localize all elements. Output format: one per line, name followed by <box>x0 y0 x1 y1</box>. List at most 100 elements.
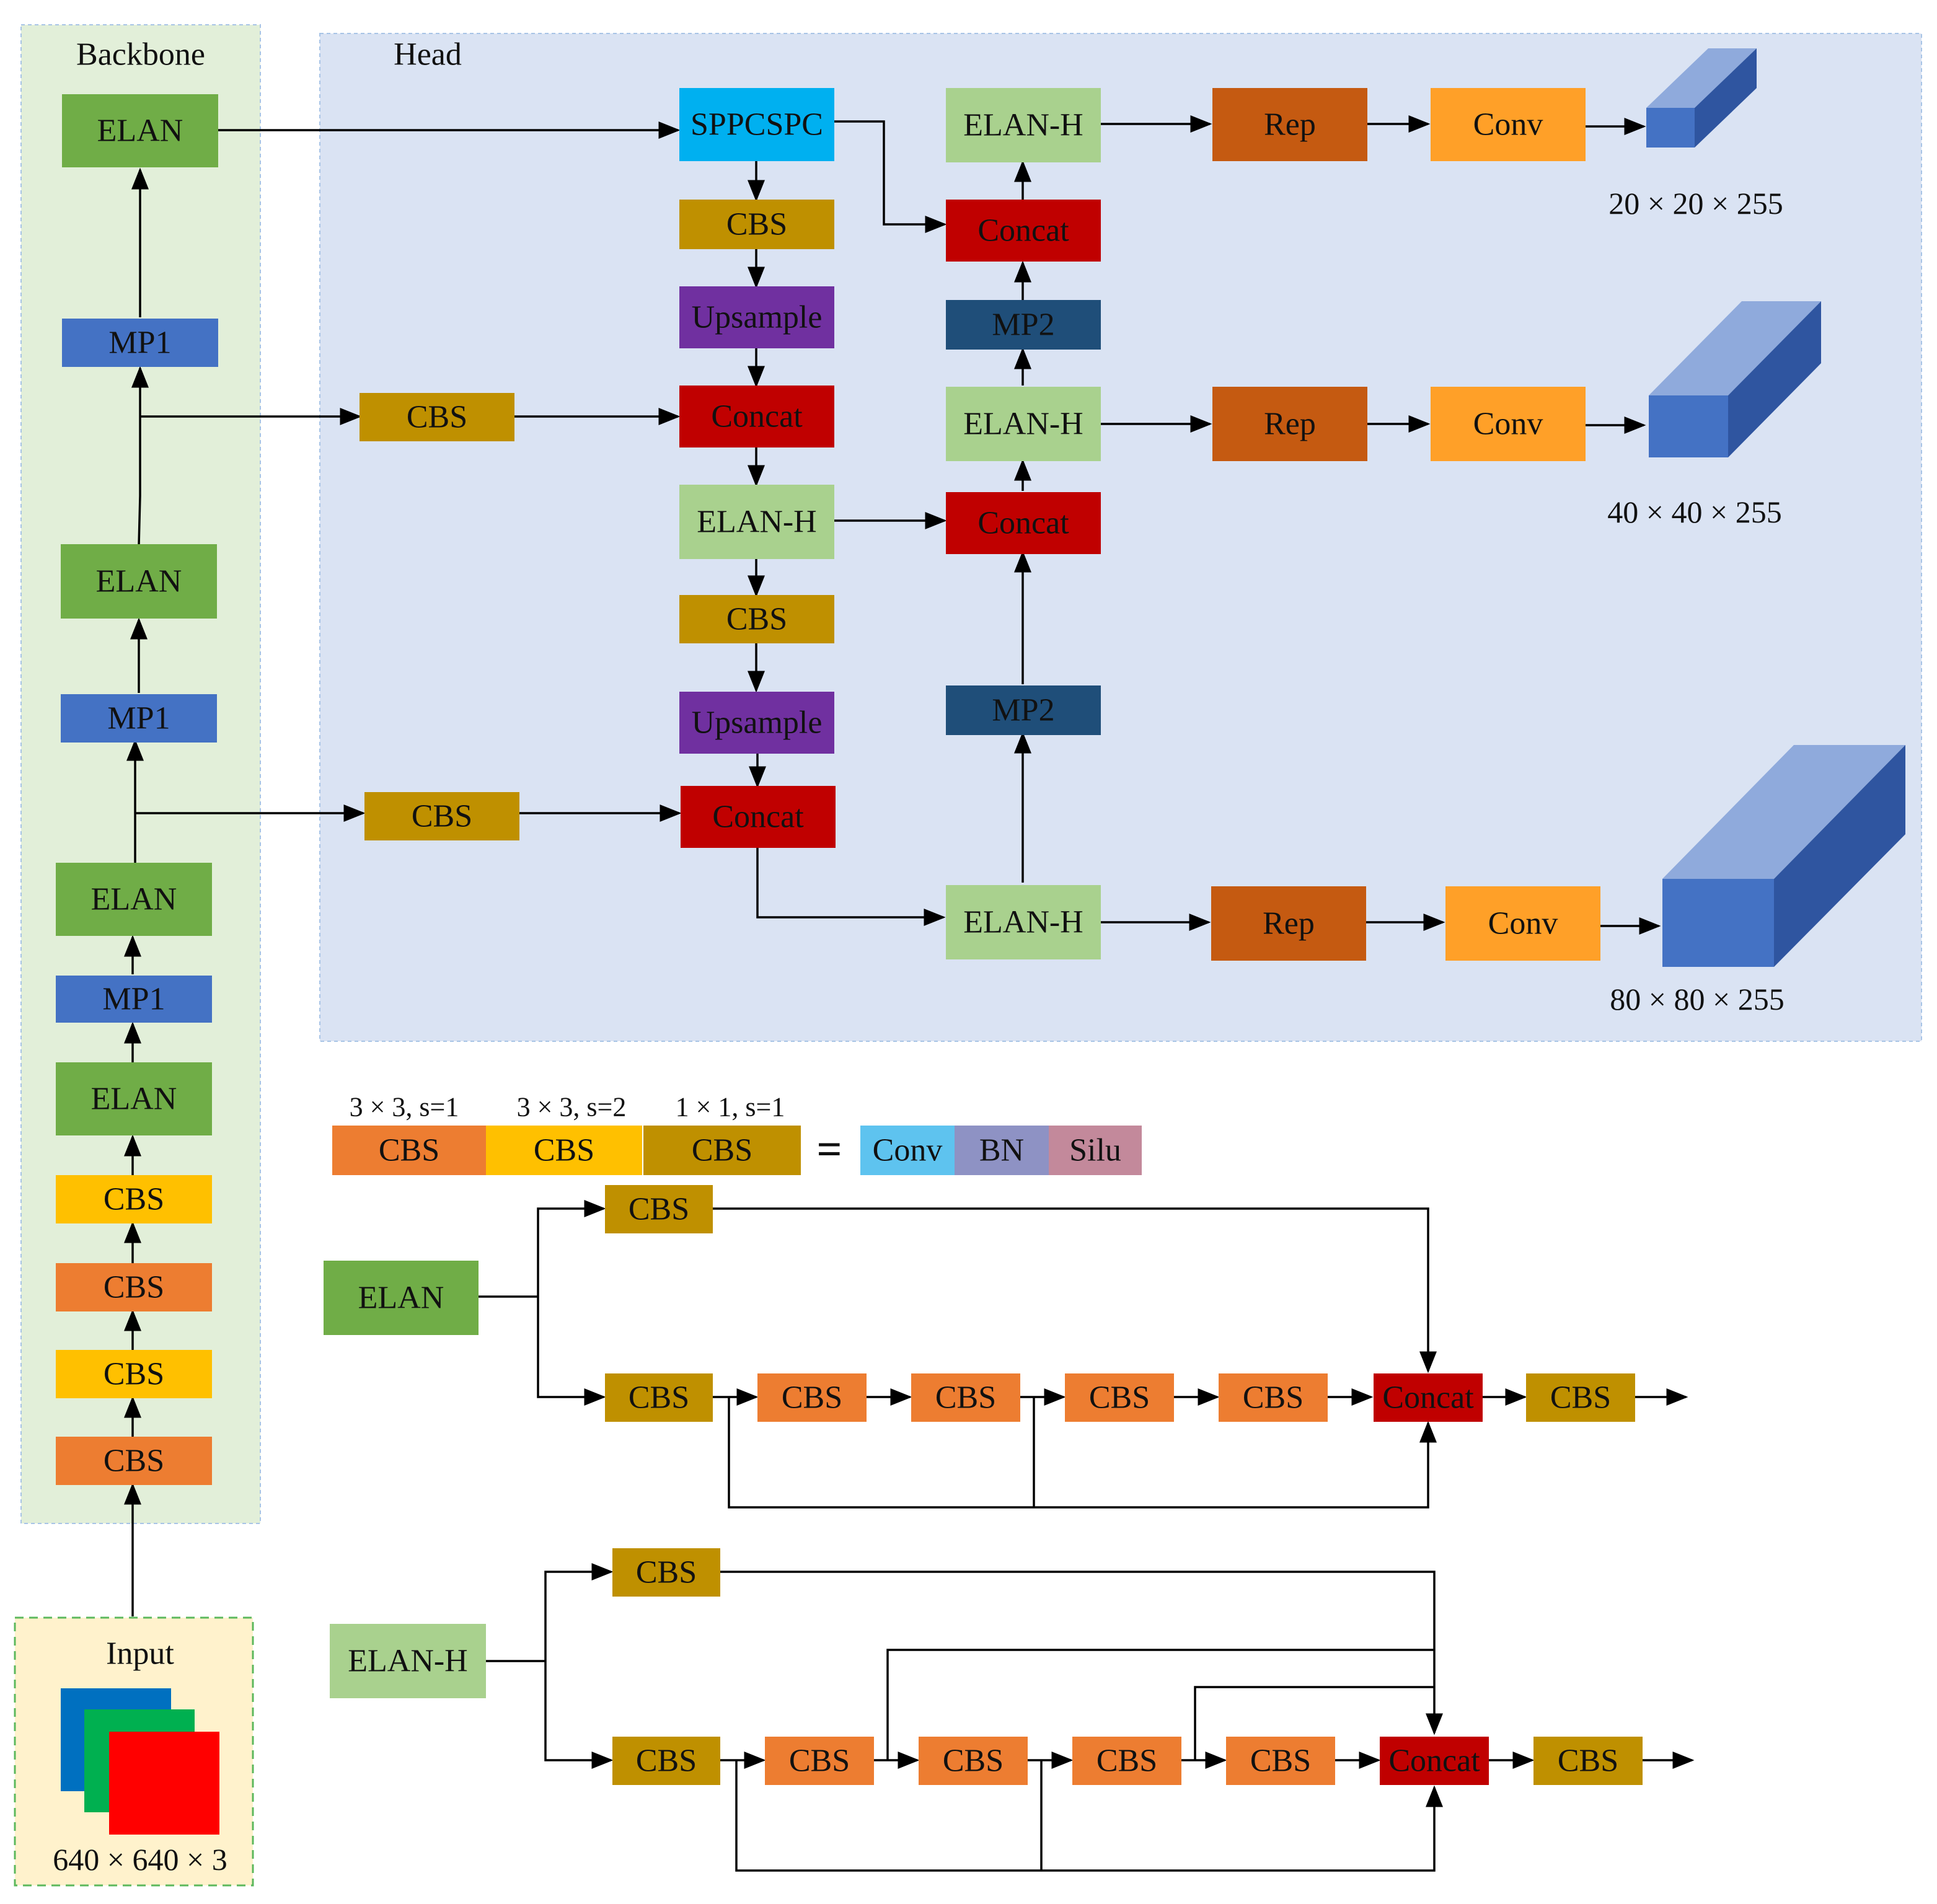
head-concat-1: Concat <box>679 386 834 447</box>
output-cube-40 <box>1649 301 1821 457</box>
connections <box>124 115 1695 1872</box>
svg-text:ELAN-H: ELAN-H <box>697 505 817 540</box>
head-cbs-2: CBS <box>679 595 834 643</box>
legend-bn: BN <box>955 1126 1049 1175</box>
legend-cbs-3x3-s1: CBS <box>332 1126 486 1175</box>
svg-text:CBS: CBS <box>104 1270 164 1305</box>
svg-text:MP2: MP2 <box>992 693 1054 728</box>
head-elan-h-out-2: ELAN-H <box>946 387 1101 461</box>
input-size-label: 640 × 640 × 3 <box>53 1842 227 1877</box>
elan-h-detail-cbs-1: CBS <box>612 1737 720 1785</box>
output-20-label: 20 × 20 × 255 <box>1608 186 1783 221</box>
elan-detail-cbs-2: CBS <box>757 1373 867 1422</box>
svg-text:Conv: Conv <box>1488 906 1558 941</box>
head-panel <box>319 33 1922 1042</box>
elan-h-detail-cbs-top: CBS <box>612 1548 720 1597</box>
legend-cbs-1x1-s1: CBS <box>643 1126 801 1175</box>
svg-text:ELAN: ELAN <box>97 113 183 149</box>
svg-text:Conv: Conv <box>873 1133 943 1168</box>
head-conv-2: Conv <box>1431 387 1586 461</box>
elan-detail-title-block: ELAN <box>324 1261 479 1335</box>
svg-text:CBS: CBS <box>1096 1743 1157 1779</box>
svg-text:CBS: CBS <box>407 400 467 435</box>
head-rep-2: Rep <box>1212 387 1367 461</box>
elan-detail-cbs-4: CBS <box>1065 1373 1174 1422</box>
backbone-cbs-1: CBS <box>56 1437 212 1485</box>
svg-text:Conv: Conv <box>1473 407 1543 442</box>
svg-text:CBS: CBS <box>943 1743 1004 1779</box>
svg-text:Upsample: Upsample <box>692 300 823 335</box>
head-cbs-lateral-1: CBS <box>360 393 514 441</box>
output-cube-80 <box>1662 745 1905 967</box>
svg-text:CBS: CBS <box>782 1380 842 1416</box>
svg-text:MP1: MP1 <box>107 701 170 736</box>
svg-text:CBS: CBS <box>726 602 787 637</box>
svg-text:CBS: CBS <box>1089 1380 1150 1416</box>
head-cbs-lateral-2: CBS <box>364 792 519 840</box>
spec-label-1x1-s1: 1 × 1, s=1 <box>676 1092 785 1122</box>
svg-text:CBS: CBS <box>412 799 472 834</box>
head-upsample-2: Upsample <box>679 692 834 754</box>
backbone-elan-2: ELAN <box>56 863 212 936</box>
svg-text:CBS: CBS <box>636 1555 697 1590</box>
elan-h-detail-cbs-4: CBS <box>1072 1737 1181 1785</box>
svg-text:Silu: Silu <box>1069 1133 1121 1168</box>
output-40-label: 40 × 40 × 255 <box>1607 495 1781 529</box>
head-concat-3: Concat <box>946 492 1101 554</box>
svg-text:CBS: CBS <box>935 1380 996 1416</box>
svg-text:Concat: Concat <box>1382 1380 1474 1416</box>
head-rep-1: Rep <box>1212 88 1367 161</box>
legend-silu: Silu <box>1049 1126 1142 1175</box>
head-conv-3: Conv <box>1445 886 1600 961</box>
head-elan-h-out-1: ELAN-H <box>946 88 1101 162</box>
svg-text:SPPCSPC: SPPCSPC <box>691 107 823 143</box>
head-upsample-1: Upsample <box>679 286 834 348</box>
svg-text:ELAN: ELAN <box>96 564 182 599</box>
svg-text:ELAN-H: ELAN-H <box>963 905 1083 940</box>
elan-h-detail-cbs-3: CBS <box>919 1737 1028 1785</box>
svg-text:CBS: CBS <box>726 207 787 242</box>
svg-text:Concat: Concat <box>711 399 803 434</box>
svg-text:MP2: MP2 <box>992 307 1054 343</box>
head-mp2-2: MP2 <box>946 300 1101 350</box>
svg-text:Rep: Rep <box>1264 407 1316 442</box>
elan-detail-cbs-5: CBS <box>1219 1373 1328 1422</box>
svg-text:CBS: CBS <box>692 1133 752 1168</box>
svg-text:CBS: CBS <box>629 1192 689 1227</box>
output-cube-20 <box>1646 48 1757 148</box>
elan-detail-cbs-3: CBS <box>911 1373 1020 1422</box>
elan-detail-cbs-top: CBS <box>605 1185 713 1233</box>
elan-h-detail-title-block: ELAN-H <box>330 1624 486 1698</box>
elan-h-detail-concat: Concat <box>1380 1737 1489 1785</box>
svg-text:Rep: Rep <box>1264 107 1316 143</box>
svg-text:CBS: CBS <box>1550 1380 1611 1416</box>
backbone-elan-1: ELAN <box>56 1062 212 1135</box>
backbone-elan-3: ELAN <box>61 544 217 619</box>
svg-text:ELAN: ELAN <box>358 1280 444 1316</box>
svg-text:CBS: CBS <box>789 1743 850 1779</box>
svg-text:MP1: MP1 <box>102 982 165 1017</box>
svg-text:CBS: CBS <box>104 1357 164 1392</box>
head-mp2-1: MP2 <box>946 685 1101 735</box>
svg-text:Concat: Concat <box>712 800 804 835</box>
head-rep-3: Rep <box>1211 886 1366 961</box>
svg-text:Concat: Concat <box>1388 1743 1480 1779</box>
legend-conv: Conv <box>860 1126 955 1175</box>
backbone-elan-4: ELAN <box>62 94 218 167</box>
spec-label-3x3-s1: 3 × 3, s=1 <box>350 1092 459 1122</box>
head-cbs-1: CBS <box>679 200 834 249</box>
svg-text:CBS: CBS <box>629 1380 689 1416</box>
backbone-mp1-1: MP1 <box>56 976 212 1023</box>
backbone-title: Backbone <box>76 37 205 73</box>
svg-text:Conv: Conv <box>1473 107 1543 143</box>
head-elan-h-out-3: ELAN-H <box>946 885 1101 959</box>
input-channel-red <box>109 1732 219 1835</box>
head-concat-2: Concat <box>681 786 836 848</box>
head-elan-h-1: ELAN-H <box>679 485 834 559</box>
backbone-mp1-2: MP1 <box>61 694 217 743</box>
svg-text:ELAN: ELAN <box>91 1082 177 1117</box>
elan-h-detail-cbs-2: CBS <box>765 1737 874 1785</box>
head-title: Head <box>394 37 462 73</box>
backbone-mp1-3: MP1 <box>62 319 218 367</box>
